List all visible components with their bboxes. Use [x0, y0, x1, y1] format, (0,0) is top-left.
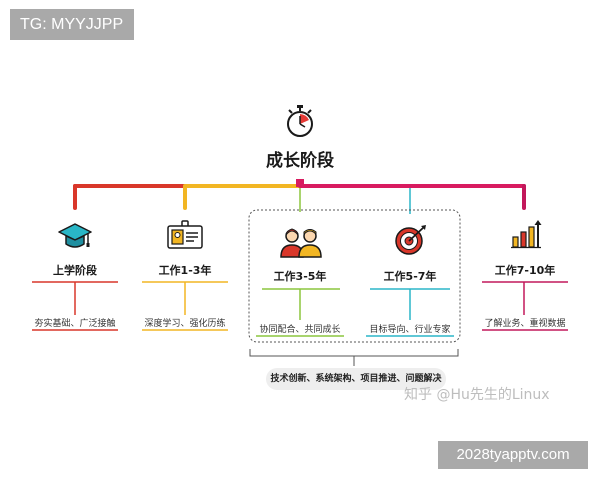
skills-pill: 技术创新、系统架构、项目推进、问题解决: [266, 368, 446, 390]
site-badge: 2028tyapptv.com: [438, 441, 588, 469]
stage-desc-work-7-10: 了解业务、重视数据: [484, 319, 566, 329]
stage-title-work-3-5: 工作3-5年: [273, 270, 327, 283]
stage-desc-work-1-3: 深度学习、强化历练: [144, 319, 226, 329]
group-bracket: [249, 349, 459, 357]
tg-badge: TG: MYYJJPP: [10, 9, 134, 40]
stopwatch-icon: [287, 105, 313, 137]
target-icon: [395, 225, 426, 255]
stage-title-school: 上学阶段: [53, 264, 97, 277]
diagram-title: 成长阶段: [266, 151, 334, 171]
group-dashed-box: [248, 209, 461, 343]
id-badge-icon: [167, 220, 203, 249]
bar-junction: [296, 179, 304, 187]
stage-desc-work-5-7: 目标导向、行业专家: [369, 325, 451, 335]
stage-desc-work-3-5: 协同配合、共同成长: [259, 325, 341, 335]
zhihu-watermark: 知乎 @Hu先生的Linux: [404, 387, 550, 403]
stage-title-work-7-10: 工作7-10年: [494, 264, 556, 277]
stage-desc-school: 夯实基础、广泛接触: [34, 319, 116, 329]
team-people-icon: [280, 228, 322, 258]
stage-title-work-1-3: 工作1-3年: [158, 264, 212, 277]
stage-title-work-5-7: 工作5-7年: [383, 270, 437, 283]
graduation-cap-icon: [58, 223, 92, 248]
growth-chart-icon: [511, 220, 542, 249]
